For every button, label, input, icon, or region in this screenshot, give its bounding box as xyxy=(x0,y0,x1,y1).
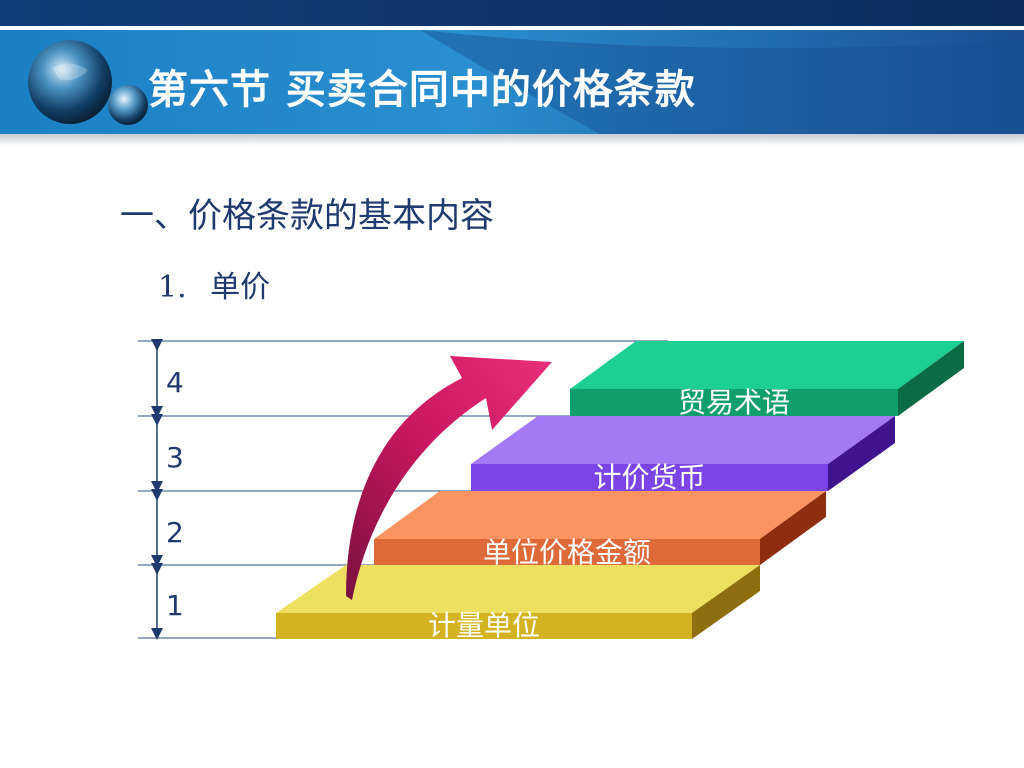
header-band xyxy=(0,0,1024,146)
step-label-2: 单位价格金额 xyxy=(482,536,651,569)
step-number-4: 4 xyxy=(166,366,184,399)
globe-highlight xyxy=(52,63,88,81)
step-4-top xyxy=(570,341,964,389)
large-globe-icon xyxy=(28,40,112,124)
item-label: 单价 xyxy=(210,270,271,305)
section-heading: 一、价格条款的基本内容 xyxy=(120,196,494,236)
step-2-block xyxy=(374,491,826,565)
item-heading: 1. 单价 xyxy=(158,268,270,308)
step-3-top xyxy=(471,416,895,464)
step-3-side xyxy=(828,416,895,491)
step-1-top xyxy=(276,565,760,613)
curved-arrow xyxy=(346,356,552,600)
step-1-front xyxy=(276,613,692,639)
slide-title: 第六节 买卖合同中的价格条款 xyxy=(148,67,696,113)
step-label-1: 计量单位 xyxy=(427,609,540,642)
step-1-block xyxy=(276,565,760,639)
step-4-front xyxy=(570,389,898,416)
item-number: 1. xyxy=(158,270,187,305)
step-number-3: 3 xyxy=(166,441,184,474)
header-shadow xyxy=(0,134,1024,146)
step-2-side xyxy=(760,491,826,565)
header-title-band xyxy=(0,30,1024,134)
step-2-front xyxy=(374,539,760,565)
step-4-block xyxy=(570,341,964,416)
header-divider-line xyxy=(0,26,1024,30)
step-number-2: 2 xyxy=(166,516,184,549)
header-wave xyxy=(420,30,1024,134)
step-label-4: 贸易术语 xyxy=(677,386,790,419)
step-3-block xyxy=(471,416,895,491)
header-top-strip xyxy=(0,0,1024,26)
step-1-side xyxy=(692,565,760,639)
step-2-top xyxy=(374,491,826,539)
step-number-1: 1 xyxy=(166,589,184,622)
step-3-front xyxy=(471,464,828,491)
step-label-3: 计价货币 xyxy=(593,461,706,494)
small-globe-icon xyxy=(108,85,148,125)
step-4-side xyxy=(898,341,964,416)
